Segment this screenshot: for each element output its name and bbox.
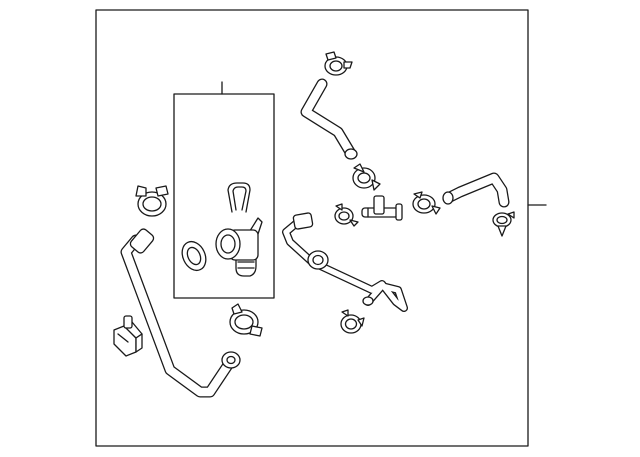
fitting-clamp-small xyxy=(334,203,359,227)
hose-clamp-middle xyxy=(352,163,381,191)
o-ring xyxy=(181,240,207,272)
diagram-frame xyxy=(95,9,529,447)
hose-clamp-lower xyxy=(229,303,263,337)
hose-clamp-right-1 xyxy=(412,191,441,215)
right-bent-hose xyxy=(442,172,510,208)
t-connector xyxy=(361,195,403,221)
hose-clamp-left-upper xyxy=(135,185,169,217)
hose-clamp-right-2 xyxy=(492,211,515,237)
hose-clamp-top xyxy=(324,51,353,76)
hose-clamp-bottom-right xyxy=(340,309,365,334)
valve-connector xyxy=(215,217,263,277)
metal-pipe xyxy=(282,212,408,312)
long-hose xyxy=(120,228,241,398)
mounting-bracket xyxy=(113,315,143,357)
upper-bent-hose xyxy=(300,78,358,160)
sub-assembly-box xyxy=(173,93,275,299)
spring-clip xyxy=(227,182,251,213)
